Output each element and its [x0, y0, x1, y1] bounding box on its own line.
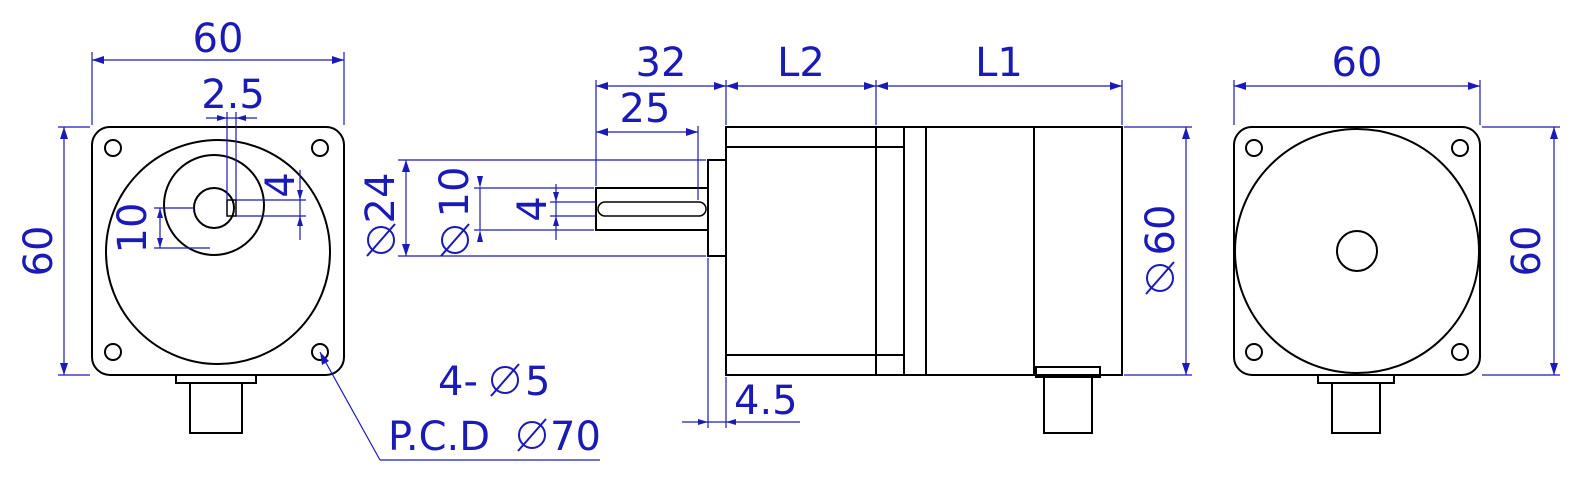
side-connector-body — [1043, 376, 1093, 434]
front-keyway-width-label: 2.5 — [201, 72, 265, 118]
front-mount-qty-label: 4- — [438, 359, 478, 405]
side-key — [597, 201, 707, 217]
front-pcd-value-label: 70 — [550, 414, 601, 460]
rear-shaft-circle — [1336, 230, 1378, 272]
side-adapter-plate — [875, 126, 905, 376]
rear-height-label: 60 — [1504, 226, 1550, 277]
front-gearbox-circle — [105, 139, 331, 365]
side-motor-length-label: L1 — [975, 40, 1023, 86]
rear-mount-hole-bl — [1245, 343, 1263, 361]
front-connector-base — [175, 374, 257, 384]
side-shaft-key-label: 25 — [620, 86, 671, 132]
rear-connector-body — [1331, 382, 1381, 434]
front-mount-hole-bl — [104, 343, 122, 361]
front-keyway-depth-label: 4 — [258, 172, 304, 197]
front-height-label: 60 — [16, 226, 62, 277]
side-key-width-label: 4 — [510, 196, 556, 221]
side-view: 32 25 L2 L1 24 10 — [358, 40, 1192, 434]
front-shaft-circle — [193, 187, 235, 229]
side-shaft-total-label: 32 — [636, 40, 687, 86]
front-mount-hole-tr — [311, 139, 329, 157]
front-hub-circle — [163, 154, 265, 256]
rear-mount-hole-tr — [1451, 139, 1469, 157]
side-body-dia-label: 60 — [1138, 205, 1184, 256]
side-pilot-dia-label: 24 — [358, 173, 404, 224]
rear-mount-hole-tl — [1245, 139, 1263, 157]
rear-connector-base — [1317, 374, 1395, 384]
diameter-icon — [1145, 261, 1175, 295]
front-view: 60 60 2.5 4 10 4- 5 — [16, 16, 601, 461]
side-pilot-length-label: 4.5 — [734, 378, 798, 424]
front-mount-dia-label: 5 — [525, 359, 550, 405]
side-motor-body — [903, 126, 1123, 376]
side-gearbox-body — [725, 126, 877, 376]
diameter-icon — [366, 223, 396, 257]
rear-mount-hole-br — [1451, 343, 1469, 361]
diameter-icon — [440, 223, 470, 257]
front-width-label: 60 — [193, 16, 244, 62]
diameter-icon — [517, 418, 547, 452]
side-shaft-dia-label: 10 — [432, 167, 478, 218]
front-shaft-dia-label: 10 — [110, 203, 156, 254]
diameter-icon — [490, 363, 520, 397]
side-gearbox-length-label: L2 — [777, 40, 825, 86]
rear-width-label: 60 — [1332, 40, 1383, 86]
rear-view: 60 60 — [1233, 40, 1560, 434]
front-pcd-prefix-label: P.C.D — [388, 414, 490, 460]
rear-body-circle — [1234, 128, 1480, 374]
front-connector-body — [189, 382, 243, 434]
side-shaft — [595, 187, 709, 231]
front-keyway — [226, 199, 237, 217]
side-pilot — [707, 159, 727, 257]
front-mount-hole-tl — [104, 139, 122, 157]
front-mount-hole-br — [311, 343, 329, 361]
